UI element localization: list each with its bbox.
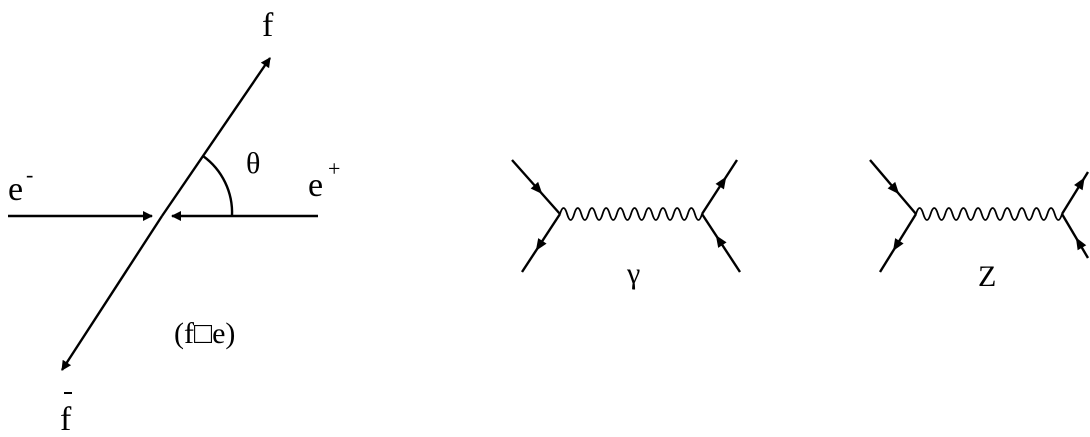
photon-e-arrow [530, 181, 543, 195]
z-label: Z [978, 260, 996, 293]
photon-p-arrow [535, 238, 547, 251]
z-f-arrow [1074, 177, 1085, 191]
z-p-arrow [893, 238, 904, 251]
label-fbar: f [60, 401, 72, 437]
label-f: f [262, 7, 274, 44]
antifermion-out-arrow [60, 215, 164, 371]
z-feynman-diagram: Z [869, 159, 1090, 293]
fermion-direction-arrows [530, 176, 1087, 251]
label-electron: e [8, 171, 23, 208]
label-condition: (f□e) [174, 317, 235, 350]
photon-outgoing-f [700, 159, 739, 215]
photon-fbar-arrow [715, 235, 727, 248]
photon-f-arrow [715, 176, 727, 190]
z-outgoing-fbar [1060, 213, 1090, 259]
fermion-out-arrow [161, 57, 271, 217]
photon-label: γ [626, 257, 640, 290]
photon-propagator [559, 207, 703, 221]
photon-feynman-diagram: γ [511, 159, 742, 290]
label-theta: θ [246, 147, 260, 180]
theta-angle-arc [202, 155, 234, 217]
scattering-diagram: f θ e - e + (f□e) f [8, 7, 340, 437]
z-propagator [915, 207, 1063, 221]
z-e-arrow [887, 181, 900, 195]
label-positron-charge: + [328, 156, 340, 181]
z-fbar-arrow [1075, 237, 1087, 251]
label-electron-charge: - [26, 162, 33, 187]
label-positron: e [308, 167, 323, 204]
